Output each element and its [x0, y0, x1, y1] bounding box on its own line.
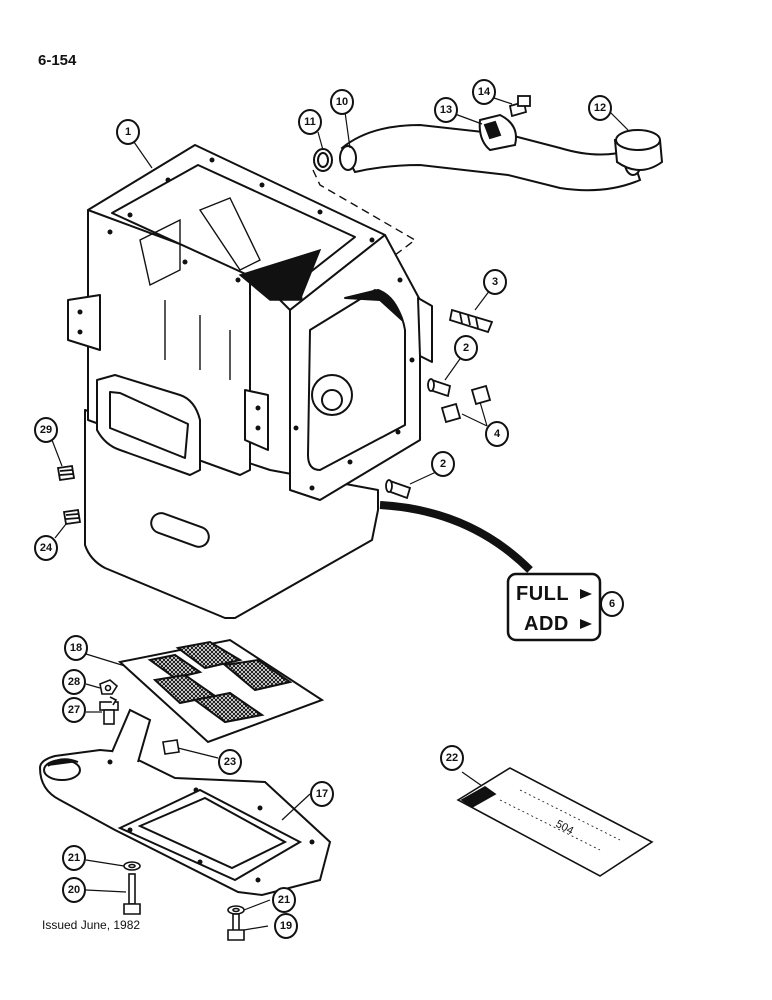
callout-11: 11 [304, 116, 316, 128]
plug-23 [162, 739, 180, 755]
leader-lines [51, 97, 629, 931]
callout-24: 24 [40, 542, 53, 554]
page-number: 6-154 [38, 52, 77, 69]
callout-circles [34, 79, 624, 939]
instruction-tag [456, 767, 654, 877]
dipstick-line [379, 501, 533, 573]
gauge-full-text: FULL [516, 583, 569, 605]
full-arrow-icon [580, 589, 592, 599]
washer-21b [227, 905, 245, 915]
dipstick-gauge-label [506, 572, 602, 642]
callout-19: 19 [280, 920, 292, 932]
nut [99, 679, 119, 695]
callout-21b: 21 [278, 894, 290, 906]
bolt-20 [123, 873, 141, 915]
plug-29 [56, 464, 76, 482]
oil-pan-bolt-holes [107, 759, 315, 883]
fitting [99, 696, 119, 725]
callout-1: 1 [125, 126, 131, 138]
oil-pan [38, 708, 332, 897]
pipe-plugs [440, 384, 492, 424]
clamp-screw [508, 95, 531, 118]
issued-date: Issued June, 1982 [42, 918, 141, 932]
callout-13: 13 [440, 104, 452, 116]
callout-28: 28 [68, 676, 80, 688]
oil-screen [117, 638, 325, 744]
callout-27: 27 [68, 704, 80, 716]
add-arrow-icon [580, 619, 592, 629]
callout-2a: 2 [463, 342, 469, 354]
transmission-housing [67, 144, 433, 619]
housing-bolt-holes [77, 157, 415, 491]
o-ring [313, 148, 333, 172]
callout-4: 4 [494, 428, 501, 440]
stud [448, 308, 494, 334]
gauge-text-group: FULL ADD [516, 583, 592, 635]
housing-internals [139, 197, 322, 380]
callout-22: 22 [446, 752, 458, 764]
callout-17: 17 [316, 788, 328, 800]
plug-24 [62, 508, 82, 526]
washer-21a [123, 861, 141, 871]
callout-18: 18 [70, 642, 82, 654]
callout-14: 14 [478, 86, 491, 98]
callout-23: 23 [224, 756, 236, 768]
dowel-pin-lower [385, 479, 412, 500]
breather-cap [613, 129, 664, 171]
dashed-guide [312, 169, 417, 256]
callout-6: 6 [609, 598, 615, 610]
gauge-add-text: ADD [524, 613, 569, 635]
hose-clamp [478, 113, 517, 152]
callout-2b: 2 [440, 458, 446, 470]
callout-12: 12 [594, 102, 606, 114]
callout-10: 10 [336, 96, 348, 108]
callout-29: 29 [40, 424, 52, 436]
bolt-19 [227, 913, 245, 941]
callout-labels: 1 2 2 3 4 6 10 11 12 13 14 17 18 19 20 2… [40, 86, 615, 932]
callout-3: 3 [492, 276, 498, 288]
callout-20: 20 [68, 884, 80, 896]
callout-21a: 21 [68, 852, 80, 864]
dowel-pin-upper [427, 378, 452, 398]
